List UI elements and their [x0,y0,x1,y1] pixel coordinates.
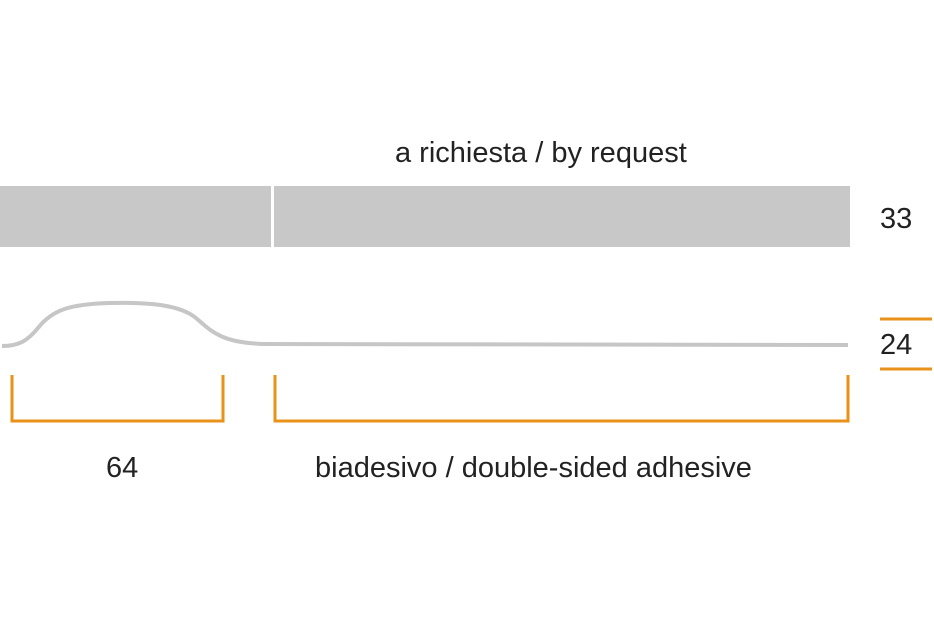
label-bar-height: 33 [880,203,913,235]
gray-bar-right-segment [274,186,850,247]
label-by-request: a richiesta / by request [395,137,687,169]
profile-outline [1,300,849,348]
label-left-width: 64 [106,452,139,484]
dimension-bracket-left [10,375,225,423]
dimension-bracket-right [273,375,850,423]
label-profile-height: 24 [880,329,913,361]
label-double-sided-adhesive: biadesivo / double-sided adhesive [315,452,752,484]
gray-bar-left-segment [0,186,271,247]
